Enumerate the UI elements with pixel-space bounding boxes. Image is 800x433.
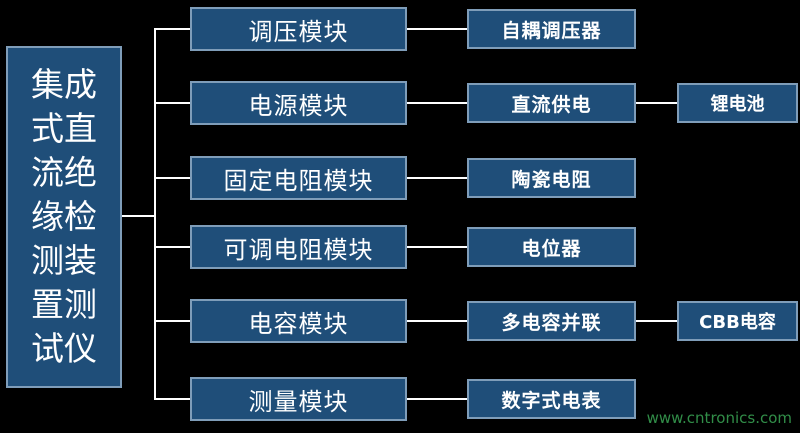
component-node: 电位器 <box>467 227 636 267</box>
root-connector <box>122 215 156 217</box>
component-node: 多电容并联 <box>467 301 636 341</box>
module-label: 电容模块 <box>248 309 349 338</box>
component-label: 陶瓷电阻 <box>511 168 592 191</box>
trunk-line <box>154 28 156 400</box>
component-node: 直流供电 <box>467 83 636 123</box>
branch-line <box>154 28 190 30</box>
branch-line <box>154 102 190 104</box>
module-component-link <box>407 102 467 104</box>
component-extra-link <box>636 320 677 322</box>
module-component-link <box>407 177 467 179</box>
component-node: 数字式电表 <box>467 379 636 419</box>
module-component-link <box>407 398 467 400</box>
module-node: 调压模块 <box>190 7 407 51</box>
extra-node: CBB电容 <box>677 301 798 341</box>
branch-line <box>154 398 190 400</box>
extra-label: 锂电池 <box>710 94 765 115</box>
branch-line <box>154 320 190 322</box>
watermark-text: www.cntronics.com <box>646 409 792 427</box>
component-extra-link <box>636 102 677 104</box>
module-node: 电源模块 <box>190 81 407 125</box>
component-label: 数字式电表 <box>501 389 602 412</box>
module-label: 固定电阻模块 <box>223 166 374 195</box>
branch-line <box>154 177 190 179</box>
extra-node: 锂电池 <box>677 83 798 123</box>
module-component-link <box>407 246 467 248</box>
module-label: 可调电阻模块 <box>223 235 374 264</box>
module-component-link <box>407 320 467 322</box>
branch-line <box>154 246 190 248</box>
component-node: 自耦调压器 <box>467 9 636 49</box>
component-label: 多电容并联 <box>501 311 602 334</box>
component-label: 电位器 <box>521 237 582 260</box>
module-label: 测量模块 <box>248 387 349 416</box>
module-node: 可调电阻模块 <box>190 225 407 269</box>
module-component-link <box>407 28 467 30</box>
root-node: 集成式直流绝缘检测装置测试仪 <box>6 46 122 388</box>
module-node: 电容模块 <box>190 299 407 343</box>
component-node: 陶瓷电阻 <box>467 158 636 198</box>
component-label: 自耦调压器 <box>501 19 602 42</box>
extra-label: CBB电容 <box>699 312 776 333</box>
module-label: 电源模块 <box>248 91 349 120</box>
module-label: 调压模块 <box>248 17 349 46</box>
root-label: 集成式直流绝缘检测装置测试仪 <box>31 65 97 368</box>
module-node: 固定电阻模块 <box>190 156 407 200</box>
component-label: 直流供电 <box>511 93 592 116</box>
module-node: 测量模块 <box>190 377 407 421</box>
